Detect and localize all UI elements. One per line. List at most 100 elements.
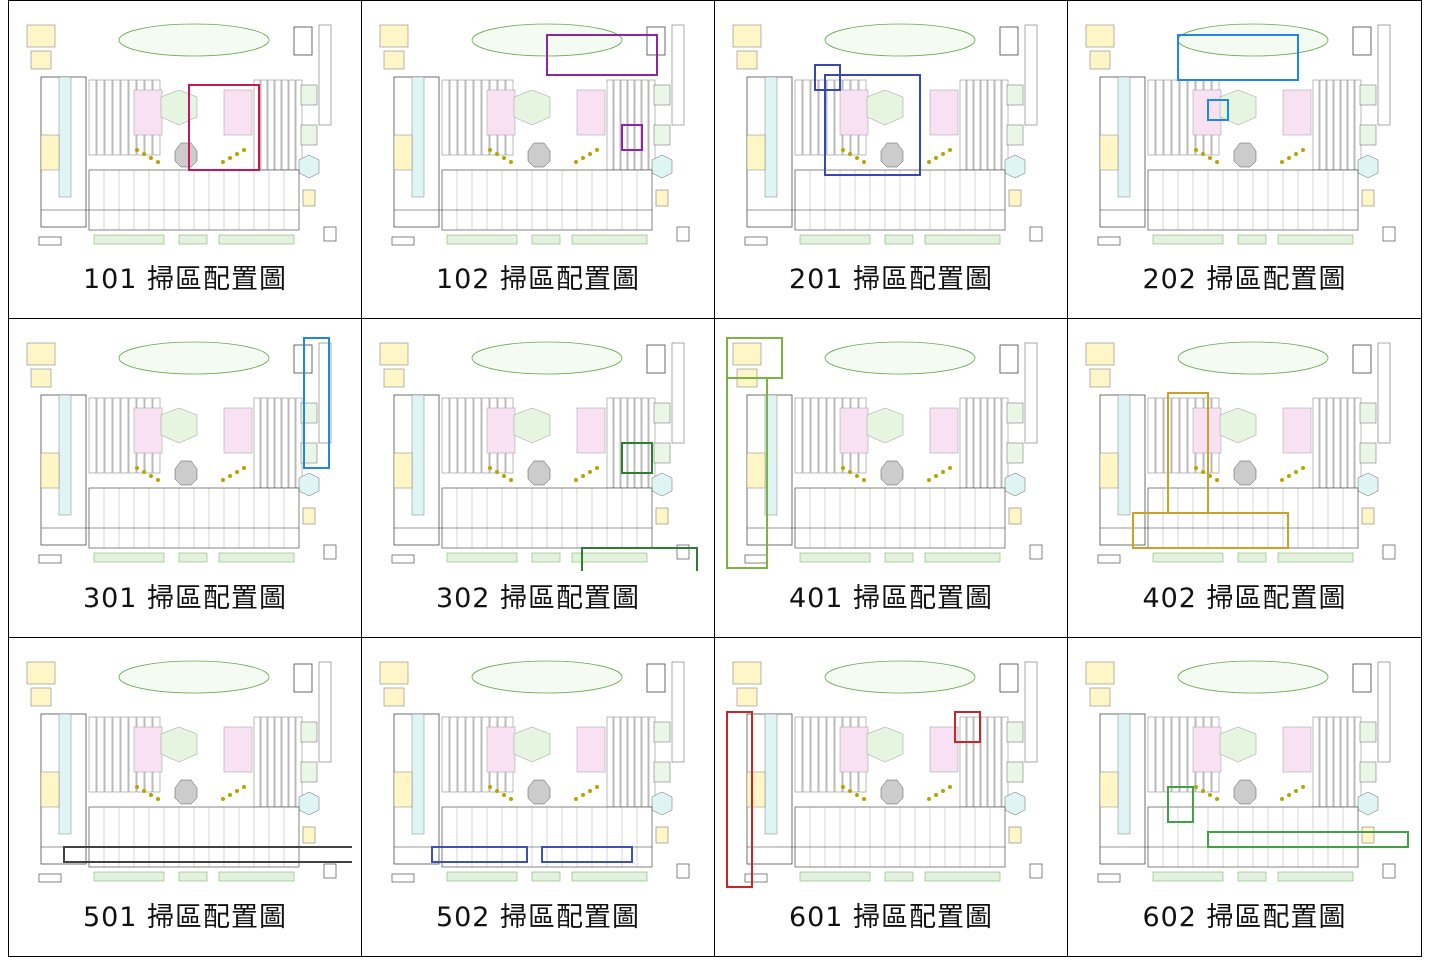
garden-right: [223, 726, 253, 772]
title-strip: [1377, 24, 1391, 126]
top-left-room: [1085, 24, 1115, 48]
tree-dot: [848, 470, 852, 475]
right-small-room: [1008, 189, 1022, 207]
tree-dot: [221, 796, 225, 801]
right-small-room: [655, 826, 669, 843]
classroom-cell: [1319, 79, 1327, 171]
classroom-cell: [260, 716, 268, 807]
classroom-cell: [802, 79, 811, 156]
right-room: [300, 761, 318, 782]
title-strip: [671, 661, 685, 762]
small-room: [1089, 687, 1111, 706]
right-room: [653, 721, 671, 742]
title-strip: [318, 24, 332, 126]
right-hexagon: [298, 154, 320, 179]
garden-left: [486, 89, 516, 136]
right-room: [1359, 124, 1377, 146]
right-hexagon: [651, 473, 673, 497]
tree-dot: [941, 788, 945, 793]
classroom-cell: [794, 398, 803, 474]
gate-box: [744, 873, 768, 882]
octagon-pavilion: [880, 142, 904, 168]
classroom-cell: [641, 716, 649, 807]
classroom-cell: [959, 79, 967, 171]
tree-dot: [1194, 466, 1198, 471]
right-room: [653, 403, 671, 424]
tree-dot: [934, 474, 938, 479]
classroom-cell: [1147, 79, 1156, 156]
tree-dot: [149, 156, 153, 160]
classroom-cell: [959, 398, 967, 489]
tree-dot: [1294, 470, 1298, 475]
field-ellipse: [1177, 341, 1329, 375]
right-hexagon: [651, 154, 673, 179]
classroom-cell: [112, 79, 121, 156]
floorplan-thumbnail: [19, 15, 352, 253]
tree-dot: [595, 784, 599, 789]
tree-dot: [588, 152, 592, 156]
classroom-cell: [966, 398, 974, 489]
classroom-cell: [794, 716, 803, 792]
tree-dot: [1194, 784, 1198, 789]
tree-dot: [142, 788, 146, 793]
title-strip: [671, 24, 685, 126]
classroom-cell: [1171, 716, 1180, 792]
tree-dot: [588, 470, 592, 475]
tree-dot: [1287, 474, 1291, 479]
garden-right: [576, 408, 606, 454]
tree-dot: [135, 466, 139, 471]
classroom-cell: [465, 398, 474, 474]
cell-202: 202 掃區配置圖: [1068, 1, 1421, 320]
sweep-area-highlight: [726, 377, 768, 570]
center-hexagon: [866, 726, 904, 762]
tree-dot: [581, 156, 585, 160]
small-room: [383, 50, 405, 70]
green-strip: [531, 553, 561, 563]
gate-box: [1029, 863, 1043, 878]
field-ellipse: [1177, 23, 1329, 57]
classroom-cell: [253, 716, 261, 807]
left-room: [40, 453, 60, 489]
classroom-cell: [1312, 716, 1320, 807]
classroom-cell: [980, 716, 988, 807]
left-corridor: [1117, 395, 1131, 516]
notice-board: [1352, 26, 1372, 56]
cell-caption: 102 掃區配置圖: [435, 264, 641, 296]
left-room: [393, 771, 413, 807]
small-room: [30, 50, 52, 70]
green-strip: [1237, 234, 1267, 245]
tree-dot: [156, 796, 160, 801]
left-room: [1099, 771, 1119, 807]
left-corridor: [58, 395, 72, 516]
garden-left: [839, 408, 869, 454]
classroom-cell: [1333, 716, 1341, 807]
tree-dot: [221, 160, 225, 164]
tree-dot: [1215, 160, 1219, 164]
gate-box: [676, 226, 690, 242]
green-strip: [93, 871, 165, 881]
tree-dot: [502, 156, 506, 160]
sweep-area-highlight: [431, 845, 528, 863]
floorplan-svg: [725, 333, 1058, 572]
left-corridor: [1117, 76, 1131, 198]
classroom-cell: [606, 716, 614, 807]
classroom-cell: [120, 716, 129, 792]
top-left-room: [379, 661, 409, 684]
floorplan-grid: 101 掃區配置圖 102 掃區配置圖 201 掃區配置圖 202 掃區配置圖 …: [8, 0, 1422, 957]
tree-dot: [595, 148, 599, 152]
garden-right: [576, 726, 606, 772]
right-hexagon: [1357, 473, 1379, 497]
title-strip: [1024, 24, 1038, 126]
sweep-area-highlight: [1207, 830, 1409, 848]
top-left-room: [1085, 661, 1115, 684]
garden-right: [576, 89, 606, 136]
classroom-cell: [267, 716, 275, 807]
classroom-cell: [449, 716, 458, 792]
gate-box: [744, 236, 768, 246]
tree-dot: [502, 474, 506, 479]
left-room: [1099, 134, 1119, 171]
tree-dot: [862, 478, 866, 483]
left-corridor: [58, 76, 72, 198]
tree-dot: [495, 788, 499, 793]
classroom-cell: [606, 398, 614, 489]
